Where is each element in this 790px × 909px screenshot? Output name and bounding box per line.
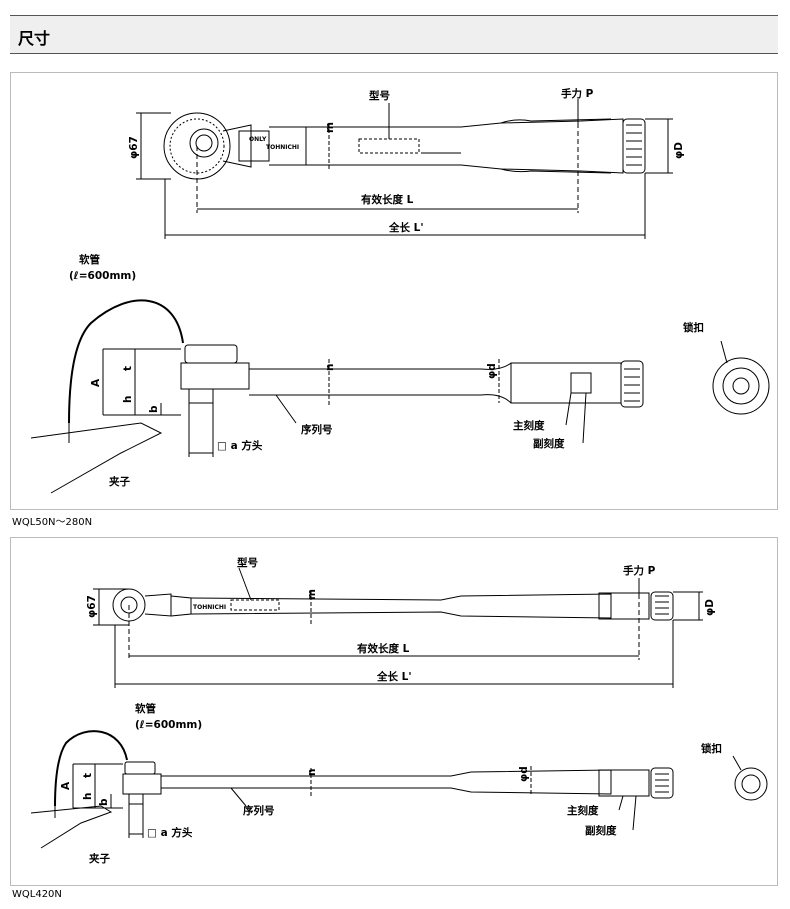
caption-wql50n: WQL50N～280N — [12, 517, 93, 528]
label-t: t — [82, 773, 94, 778]
hose-line — [54, 730, 128, 807]
label-serial: 序列号 — [243, 804, 275, 817]
grip-knurl — [598, 592, 650, 620]
label-effective-length: 有效长度 L — [357, 642, 410, 655]
lock-detail-circle — [734, 767, 768, 801]
label-hose-length: (ℓ=600mm) — [69, 270, 136, 282]
hose-line — [68, 299, 184, 424]
label-square: □ a 方头 — [217, 439, 263, 452]
label-main-scale: 主刻度 — [567, 804, 599, 817]
label-effective-length: 有效长度 L — [361, 193, 414, 206]
wrench-diagram-1: 型号 手力 P m φ67 φD 有效长度 L 全长 L' ONLY TOHNI… — [30, 87, 770, 494]
model-plate — [358, 138, 420, 154]
label-A: A — [60, 781, 72, 790]
label-hose-length: (ℓ=600mm) — [135, 719, 202, 731]
label-lock: 锁扣 — [683, 321, 704, 334]
label-b: b — [98, 798, 110, 806]
label-total-length: 全长 L' — [376, 670, 412, 683]
label-brand: TOHNICHI — [193, 604, 226, 611]
label-m: m — [324, 122, 336, 133]
clip-shape — [30, 422, 163, 494]
label-model: 型号 — [237, 556, 258, 569]
lock-knob-top — [650, 591, 674, 621]
label-hose: 软管 — [79, 253, 100, 266]
caption-wql420n: WQL420N — [12, 889, 62, 900]
label-n: n — [324, 364, 336, 371]
section-title: 尺寸 — [18, 29, 51, 48]
label-model: 型号 — [369, 89, 390, 102]
lock-knob-side — [620, 360, 644, 408]
label-square: □ a 方头 — [147, 826, 193, 839]
label-phid: φd — [486, 363, 498, 379]
label-hose: 软管 — [135, 702, 156, 715]
label-hand-force: 手力 P — [623, 564, 656, 577]
label-main-scale: 主刻度 — [513, 419, 545, 432]
label-h: h — [82, 793, 94, 800]
label-sub-scale: 副刻度 — [585, 824, 617, 837]
label-hand-force: 手力 P — [561, 87, 594, 100]
label-lock: 锁扣 — [701, 742, 722, 755]
wrench-diagram-2: 型号 手力 P m φ67 φD TOHNICHI 有效长度 L 全长 L' 软… — [30, 556, 768, 865]
clip-shape — [30, 805, 113, 849]
section-header: 尺寸 — [10, 15, 778, 54]
label-serial: 序列号 — [301, 423, 333, 436]
label-m: m — [306, 589, 318, 600]
diagram-panel-wql420n: 型号 手力 P m φ67 φD TOHNICHI 有效长度 L 全长 L' 软… — [10, 537, 778, 886]
label-sub-scale: 副刻度 — [533, 437, 565, 450]
label-brand: TOHNICHI — [266, 144, 299, 151]
lock-knob-top — [622, 118, 646, 174]
model-plate — [230, 599, 280, 611]
label-phi67: φ67 — [128, 136, 140, 159]
label-h: h — [122, 396, 134, 403]
label-phiD: φD — [704, 599, 716, 616]
label-n: n — [306, 769, 318, 776]
lock-knob-side — [650, 767, 674, 799]
label-clip: 夹子 — [109, 475, 130, 488]
label-b: b — [148, 405, 160, 413]
label-phiD: φD — [673, 142, 685, 159]
head-side — [180, 362, 250, 390]
label-A: A — [90, 378, 102, 387]
label-only: ONLY — [249, 136, 267, 143]
label-t: t — [122, 366, 134, 371]
label-phid: φd — [518, 766, 530, 782]
diagram-panel-wql50n: 型号 手力 P m φ67 φD 有效长度 L 全长 L' ONLY TOHNI… — [10, 72, 778, 510]
lock-detail-circle — [712, 357, 770, 415]
label-clip: 夹子 — [89, 852, 110, 865]
label-total-length: 全长 L' — [388, 221, 424, 234]
grip-knurl-side — [598, 769, 650, 797]
head-side — [122, 773, 162, 795]
label-phi67: φ67 — [86, 595, 98, 618]
